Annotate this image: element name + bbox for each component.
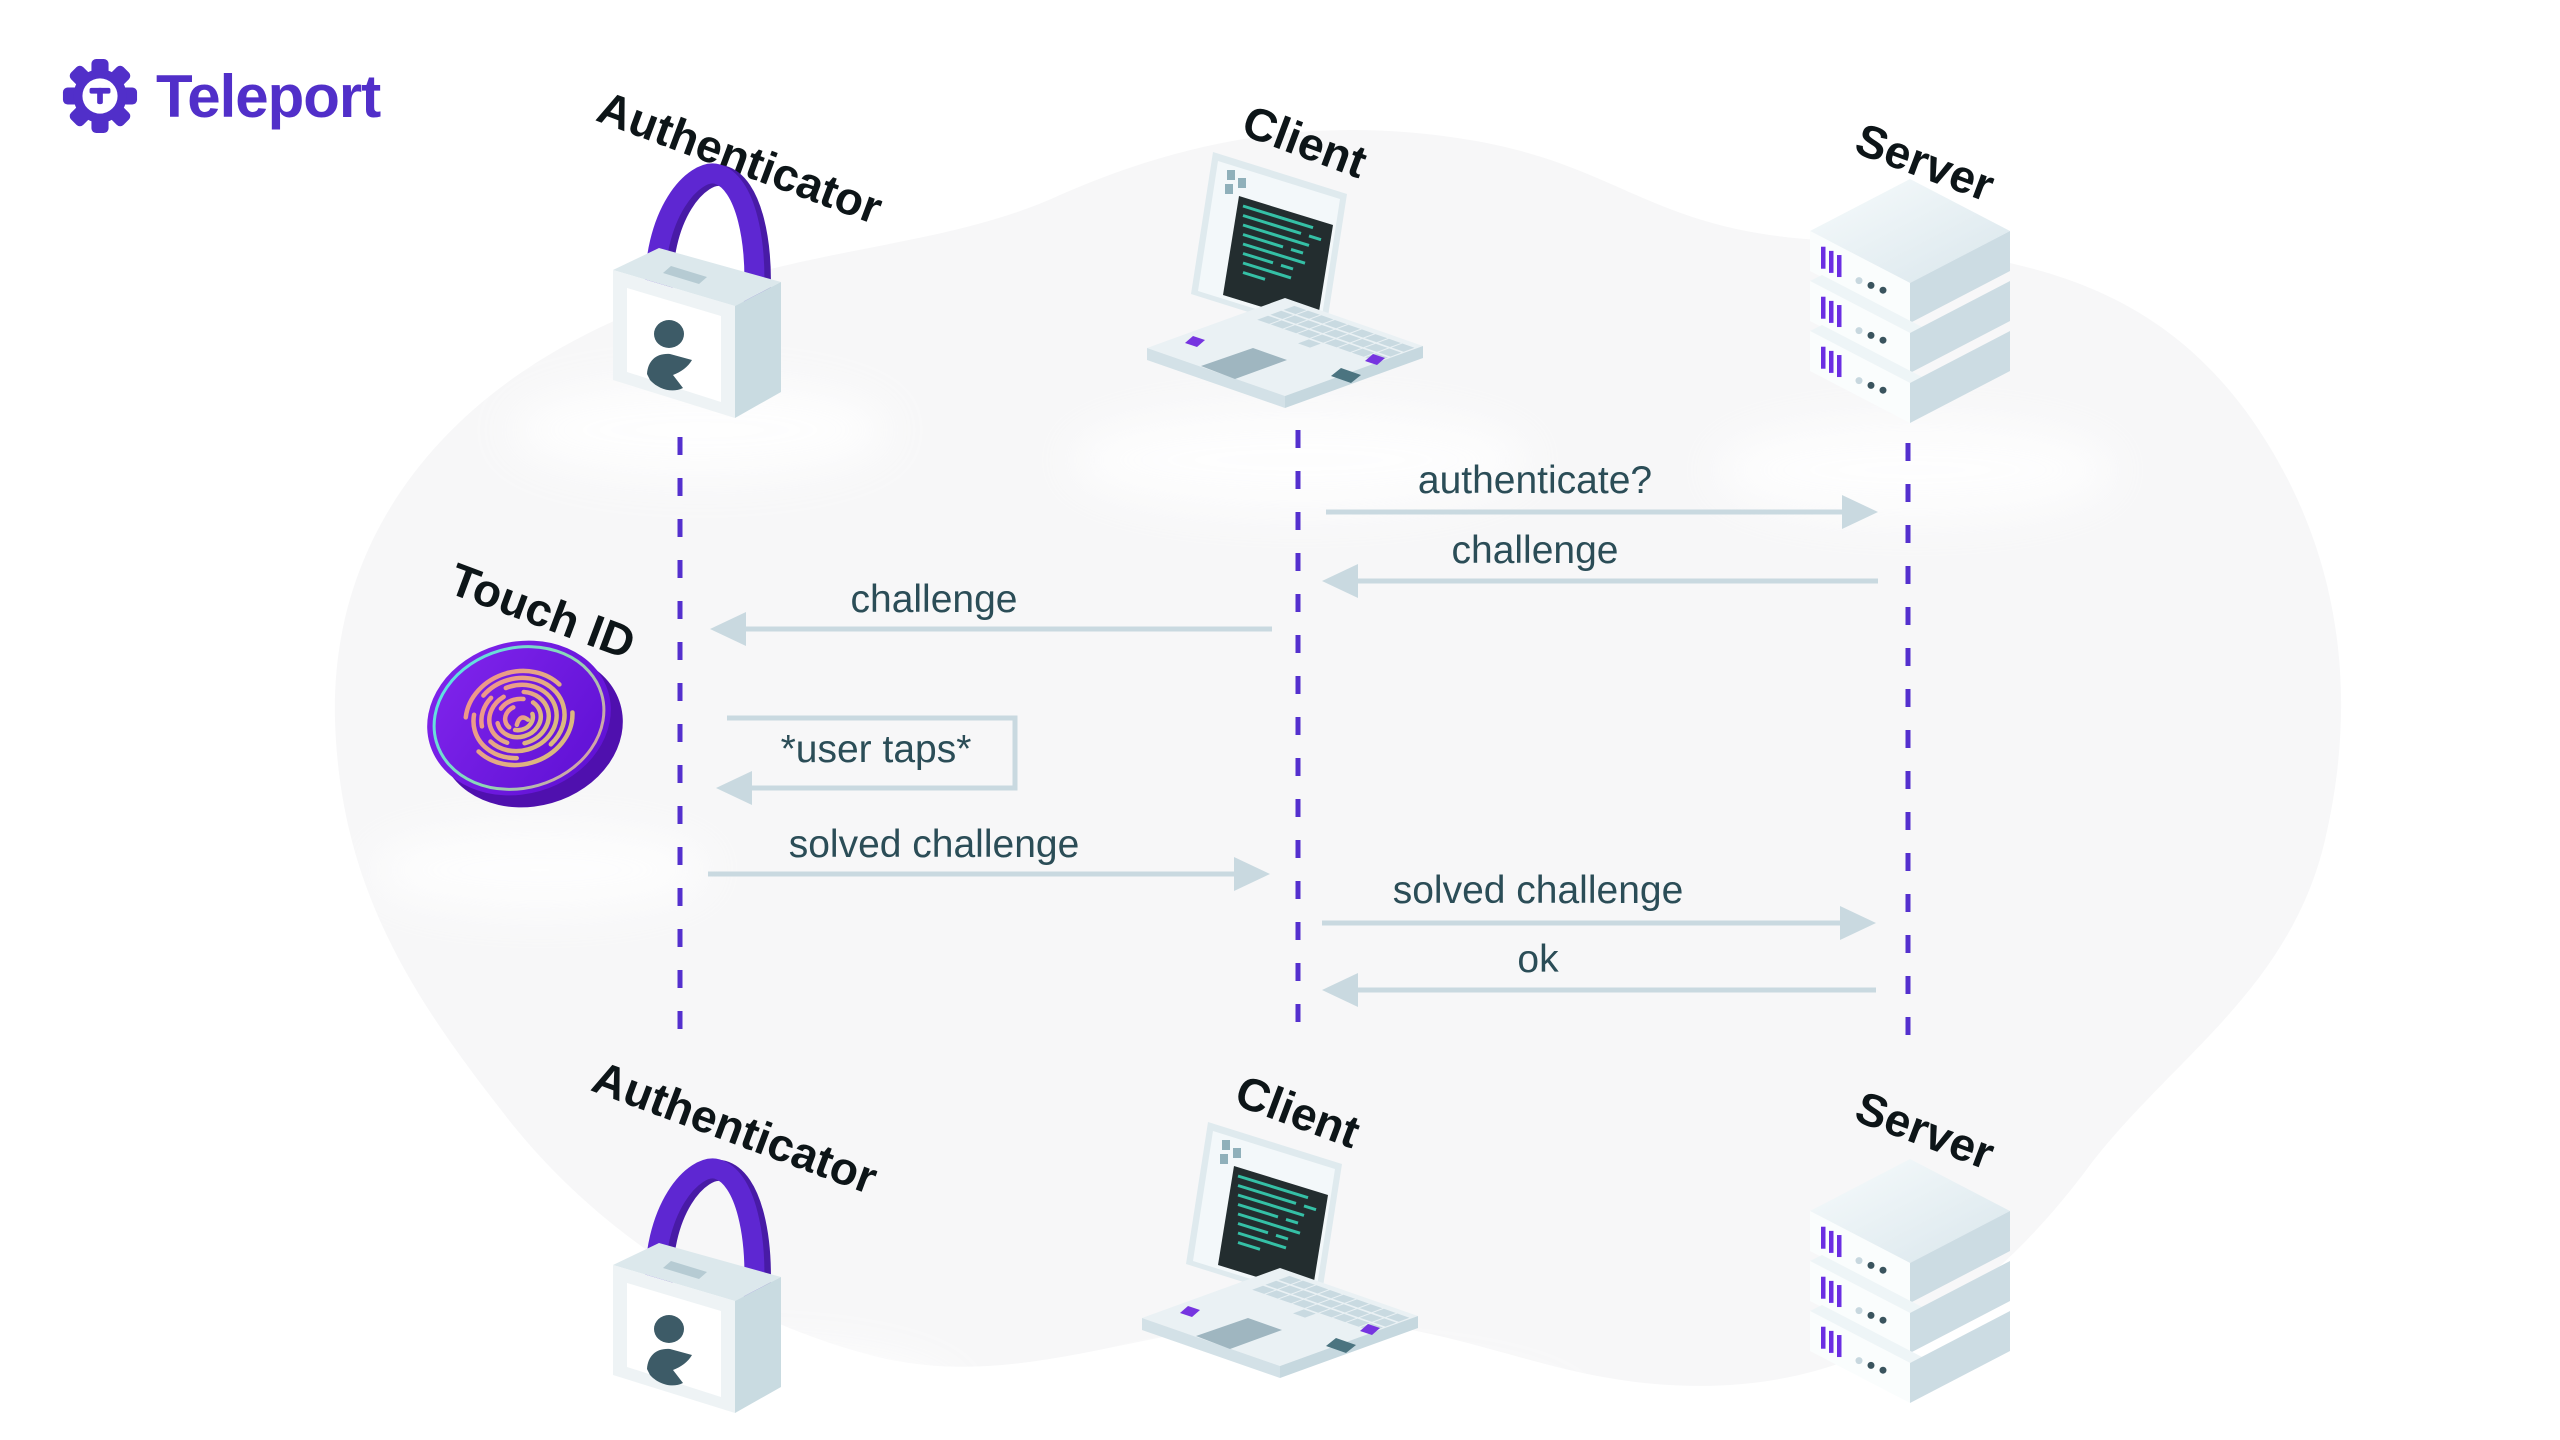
message-label-challenge-client: challenge <box>850 578 1018 621</box>
lid-dots <box>1220 1140 1241 1164</box>
message-label-solved-challenge-client: solved challenge <box>1392 869 1684 912</box>
user-silhouette <box>647 1315 692 1386</box>
message-arrow-6 <box>1322 973 1876 1007</box>
server-slab <box>1810 179 2010 323</box>
server-slab <box>1810 1305 2010 1403</box>
server-slabs <box>1810 1159 2010 1403</box>
teleport-gear-icon <box>62 58 138 134</box>
server-slab <box>1810 275 2010 373</box>
padlock-shackle <box>644 163 771 315</box>
laptop-base <box>1147 298 1423 408</box>
padlock-body <box>613 1243 781 1413</box>
user-silhouette <box>647 320 692 391</box>
terminal-code-lines <box>1242 204 1322 281</box>
server-slab <box>1810 1159 2010 1303</box>
terminal-code-lines <box>1237 1174 1317 1251</box>
port <box>1326 1338 1356 1353</box>
disc-rim <box>432 645 606 791</box>
fingerprint-disc-icon <box>427 640 623 808</box>
lid-dots <box>1225 170 1246 194</box>
icon-shadow <box>1715 420 2115 520</box>
status-led <box>1365 354 1385 365</box>
message-arrow-4 <box>708 857 1270 891</box>
icon-shadow <box>510 382 890 478</box>
icon-shadow <box>1070 408 1530 512</box>
message-label-ok: ok <box>1517 938 1559 981</box>
server-slab <box>1810 325 2010 423</box>
message-label-authenticate: authenticate? <box>1417 459 1653 502</box>
laptop-icon <box>1142 1122 1418 1378</box>
message-arrow-2 <box>710 612 1272 646</box>
padlock-icon <box>613 1158 781 1413</box>
teleport-logo: Teleport <box>62 58 381 134</box>
server-slab <box>1810 1255 2010 1353</box>
server-stack-icon <box>1810 1159 2010 1403</box>
laptop-lid <box>1186 1122 1342 1306</box>
message-label-solved-challenge-auth: solved challenge <box>788 823 1080 866</box>
padlock-shackle <box>644 1158 771 1310</box>
laptop-base <box>1142 1268 1418 1378</box>
server-stack-icon <box>1810 179 2010 423</box>
message-arrow-1 <box>1322 564 1878 598</box>
padlock-icon <box>613 163 781 418</box>
port <box>1331 368 1361 383</box>
fingerprint-ridges <box>463 668 575 768</box>
icon-shadow <box>1060 1360 1580 1440</box>
server-slabs <box>1810 179 2010 423</box>
trackpad <box>1196 1318 1282 1349</box>
laptop-lid <box>1191 152 1347 336</box>
message-arrow-0 <box>1326 495 1878 529</box>
padlock-body <box>613 248 781 418</box>
icon-shadow <box>370 828 710 912</box>
message-arrow-3 <box>716 715 1018 805</box>
trackpad <box>1201 348 1287 379</box>
power-led <box>1185 336 1205 347</box>
brand-wordmark: Teleport <box>156 62 381 130</box>
power-led <box>1180 1306 1200 1317</box>
message-arrow-5 <box>1322 906 1876 940</box>
message-label-challenge-server: challenge <box>1451 529 1619 572</box>
message-label-user-taps: *user taps* <box>780 728 972 771</box>
laptop-icon <box>1147 152 1423 408</box>
keyboard-keys <box>1257 305 1415 362</box>
status-led <box>1360 1324 1380 1335</box>
